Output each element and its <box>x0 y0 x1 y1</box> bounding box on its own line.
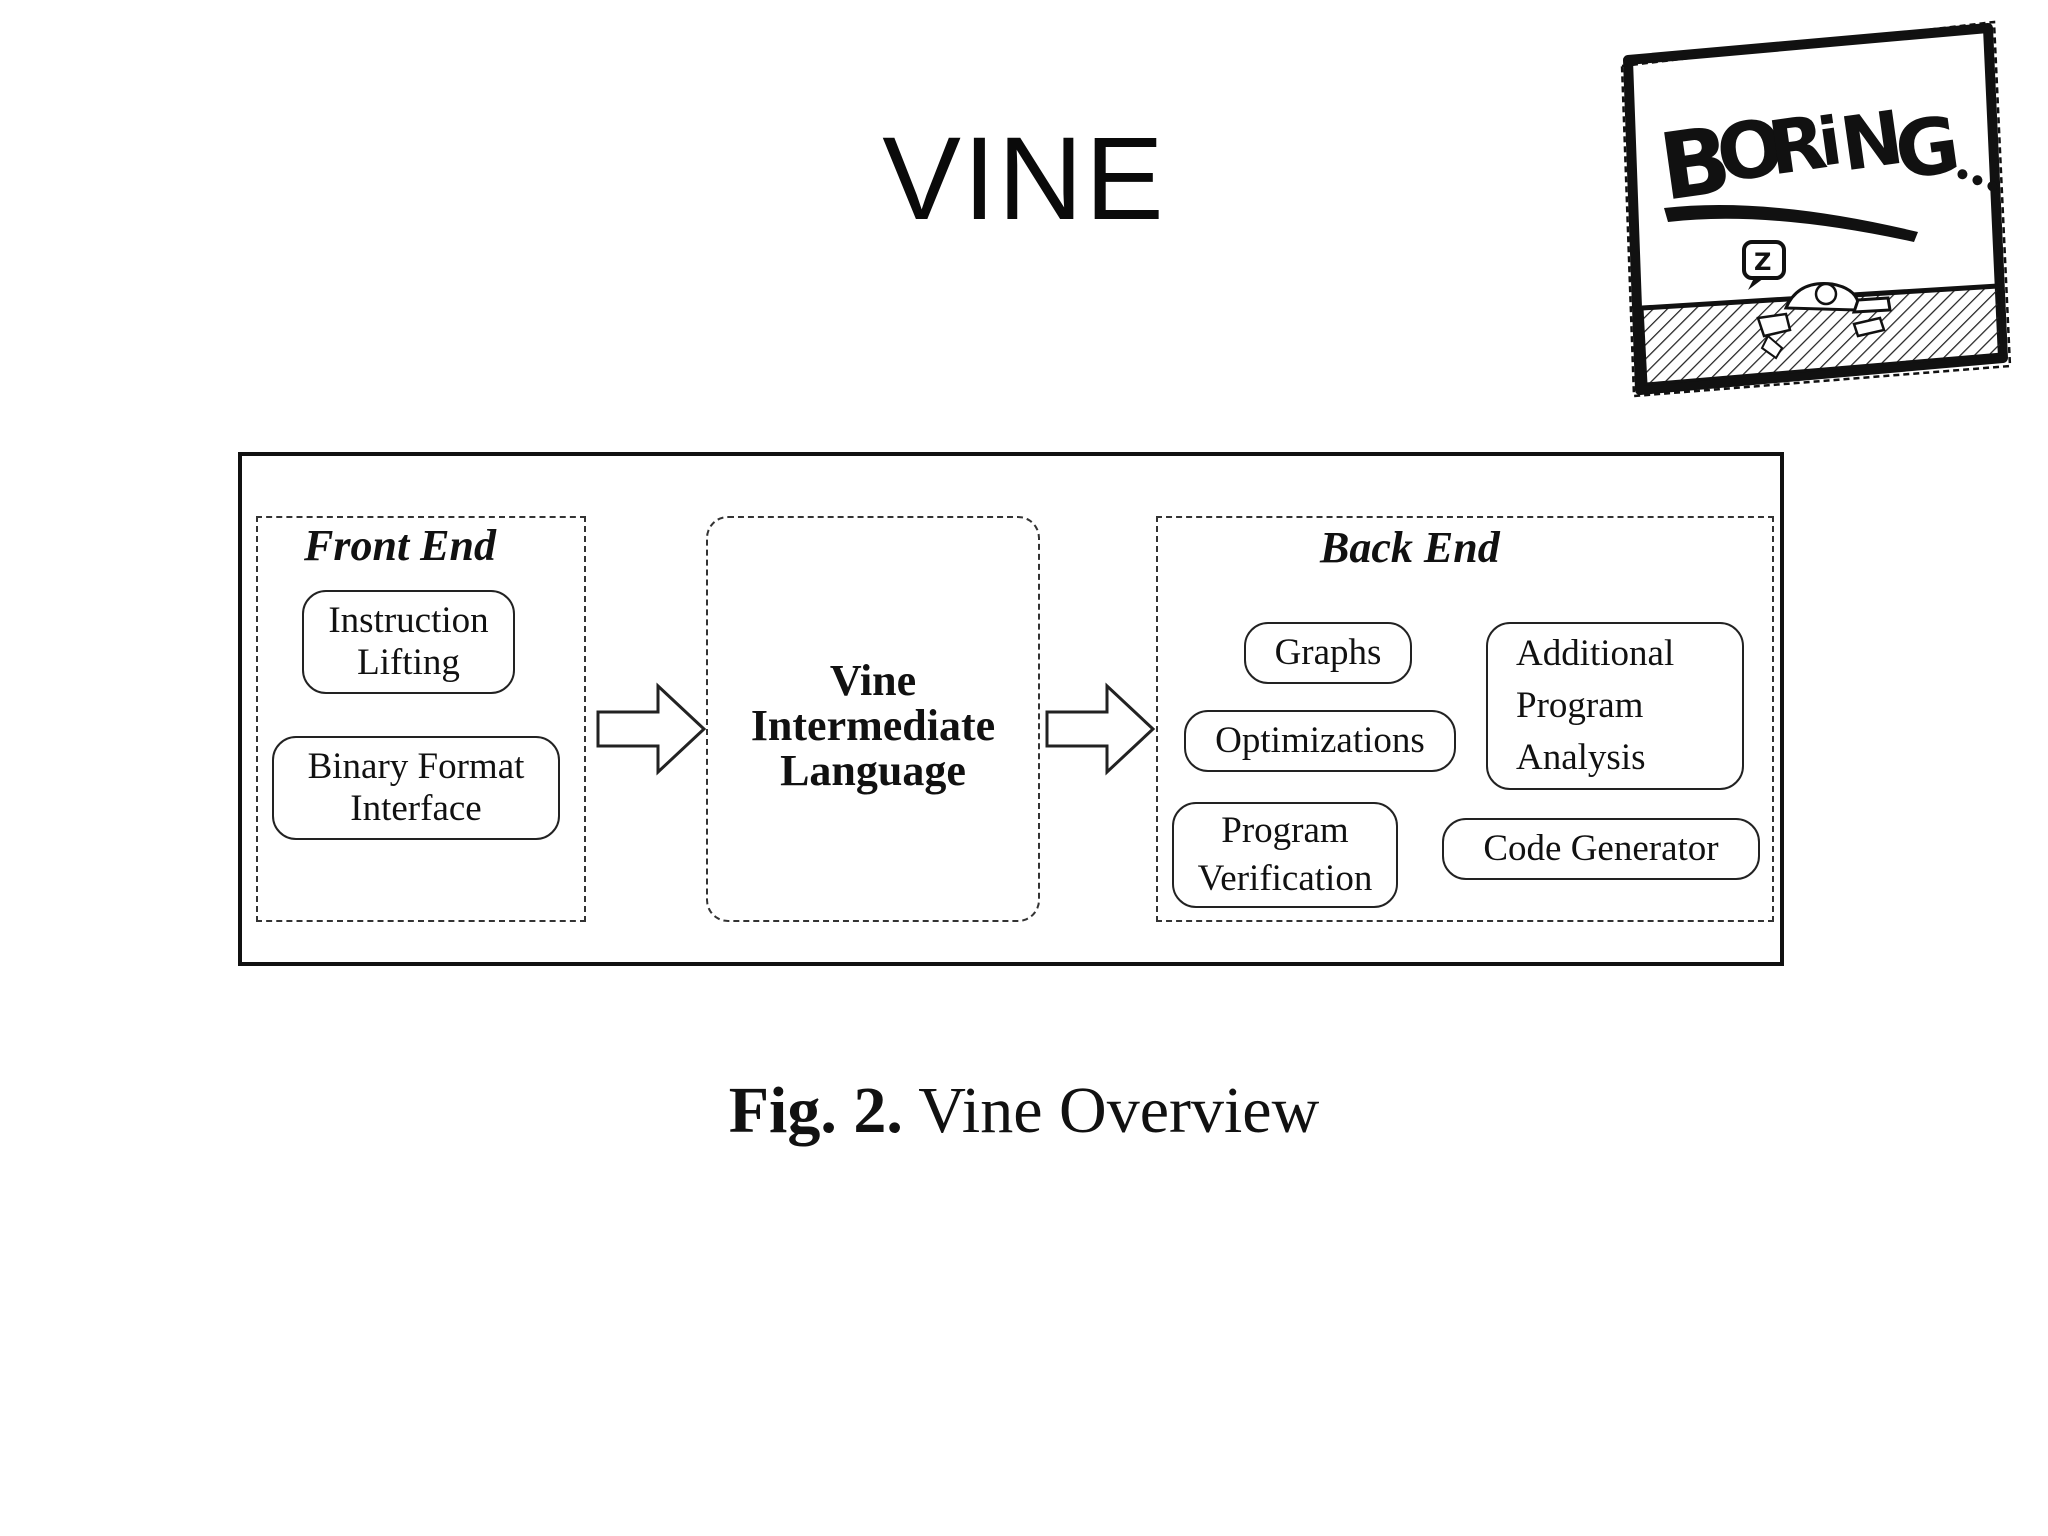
additional-program-analysis-node: Additional Program Analysis <box>1486 622 1744 790</box>
code-generator-node: Code Generator <box>1442 818 1760 880</box>
vine-overview-diagram: Front End Instruction Lifting Binary For… <box>238 452 1784 966</box>
front-end-title: Front End <box>304 521 496 570</box>
right-arrow-icon <box>1045 682 1156 776</box>
binary-format-interface-node: Binary Format Interface <box>272 736 560 840</box>
svg-text:N: N <box>1835 95 1908 189</box>
program-verification-node: Program Verification <box>1172 802 1398 908</box>
vine-il-group <box>706 516 1040 922</box>
svg-text:Z: Z <box>1754 248 1771 276</box>
svg-text:O: O <box>1711 103 1786 201</box>
vine-intermediate-language-label: Vine Intermediate Language <box>750 656 996 795</box>
svg-text:G: G <box>1890 100 1966 198</box>
back-end-group <box>1156 516 1774 922</box>
slide-title: VINE <box>882 113 1166 245</box>
instruction-lifting-node: Instruction Lifting <box>302 590 515 694</box>
boring-comic-icon: B O R i N G Z <box>1620 20 2012 398</box>
right-arrow-icon <box>596 682 707 776</box>
optimizations-node: Optimizations <box>1184 710 1456 772</box>
front-end-group <box>256 516 586 922</box>
figure-caption-text: Vine Overview <box>918 1074 1320 1147</box>
svg-text:R: R <box>1763 99 1831 192</box>
figure-number: Fig. 2. <box>728 1074 903 1147</box>
figure-caption: Fig. 2. Vine Overview <box>0 1078 2048 1144</box>
back-end-title: Back End <box>1320 523 1500 572</box>
svg-text:B: B <box>1653 107 1731 222</box>
graphs-node: Graphs <box>1244 622 1412 684</box>
